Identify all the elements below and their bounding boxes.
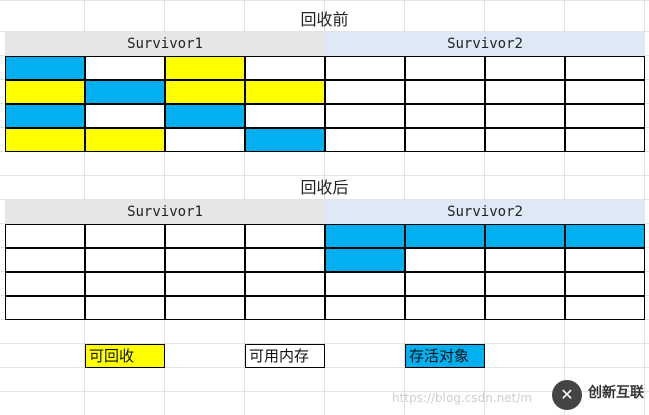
logo-text: 创新互联 <box>588 385 644 401</box>
after-cell-0-2 <box>165 224 245 248</box>
after-survivor1-header: Survivor1 <box>5 200 325 224</box>
after-cell-0-5 <box>405 224 485 248</box>
before-cell-1-6 <box>485 80 565 104</box>
after-cell-2-1 <box>85 272 165 296</box>
before-cell-3-0 <box>5 128 85 152</box>
after-cell-3-3 <box>245 296 325 320</box>
watermark-url: https://blog.csdn.net/m <box>392 391 533 405</box>
before-cell-3-7 <box>565 128 645 152</box>
legend-free-memory: 可用内存 <box>245 344 325 368</box>
after-cell-2-0 <box>5 272 85 296</box>
legend-alive-objects: 存活对象 <box>405 344 485 368</box>
after-cell-1-5 <box>405 248 485 272</box>
before-cell-3-6 <box>485 128 565 152</box>
company-logo: ✕ 创新互联 <box>548 378 648 412</box>
before-cell-1-3 <box>245 80 325 104</box>
before-cell-2-4 <box>325 104 405 128</box>
before-survivor2-header: Survivor2 <box>325 32 645 56</box>
after-survivor2-header: Survivor2 <box>325 200 645 224</box>
after-cell-2-5 <box>405 272 485 296</box>
after-cell-3-7 <box>565 296 645 320</box>
before-cell-1-2 <box>165 80 245 104</box>
before-cell-2-3 <box>245 104 325 128</box>
after-cell-1-3 <box>245 248 325 272</box>
after-cell-3-4 <box>325 296 405 320</box>
after-cell-0-0 <box>5 224 85 248</box>
before-cell-1-7 <box>565 80 645 104</box>
after-cell-3-5 <box>405 296 485 320</box>
after-cell-0-6 <box>485 224 565 248</box>
after-cell-0-7 <box>565 224 645 248</box>
before-cell-0-6 <box>485 56 565 80</box>
after-cell-1-0 <box>5 248 85 272</box>
after-cell-2-2 <box>165 272 245 296</box>
before-cell-2-6 <box>485 104 565 128</box>
before-cell-0-4 <box>325 56 405 80</box>
after-cell-3-6 <box>485 296 565 320</box>
before-cell-1-1 <box>85 80 165 104</box>
before-cell-3-2 <box>165 128 245 152</box>
after-cell-1-2 <box>165 248 245 272</box>
after-cell-3-2 <box>165 296 245 320</box>
after-title: 回收后 <box>300 178 349 197</box>
after-cell-1-6 <box>485 248 565 272</box>
after-cell-2-3 <box>245 272 325 296</box>
before-cell-2-2 <box>165 104 245 128</box>
before-cell-1-4 <box>325 80 405 104</box>
after-cell-3-0 <box>5 296 85 320</box>
after-cell-1-4 <box>325 248 405 272</box>
after-cell-0-1 <box>85 224 165 248</box>
after-cell-2-6 <box>485 272 565 296</box>
before-cell-0-2 <box>165 56 245 80</box>
after-cell-2-7 <box>565 272 645 296</box>
after-cell-0-3 <box>245 224 325 248</box>
before-cell-0-5 <box>405 56 485 80</box>
before-cell-0-3 <box>245 56 325 80</box>
before-cell-2-0 <box>5 104 85 128</box>
before-cell-0-1 <box>85 56 165 80</box>
before-cell-3-3 <box>245 128 325 152</box>
after-cell-2-4 <box>325 272 405 296</box>
before-cell-1-0 <box>5 80 85 104</box>
after-cell-1-7 <box>565 248 645 272</box>
before-cell-2-5 <box>405 104 485 128</box>
logo-mark-icon: ✕ <box>552 380 582 410</box>
before-cell-1-5 <box>405 80 485 104</box>
after-cell-3-1 <box>85 296 165 320</box>
legend-recyclable: 可回收 <box>85 344 165 368</box>
before-cell-3-5 <box>405 128 485 152</box>
before-cell-3-4 <box>325 128 405 152</box>
before-cell-0-7 <box>565 56 645 80</box>
before-cell-0-0 <box>5 56 85 80</box>
before-cell-2-1 <box>85 104 165 128</box>
before-survivor1-header: Survivor1 <box>5 32 325 56</box>
after-cell-0-4 <box>325 224 405 248</box>
before-cell-3-1 <box>85 128 165 152</box>
before-cell-2-7 <box>565 104 645 128</box>
after-cell-1-1 <box>85 248 165 272</box>
before-title: 回收前 <box>300 10 349 29</box>
